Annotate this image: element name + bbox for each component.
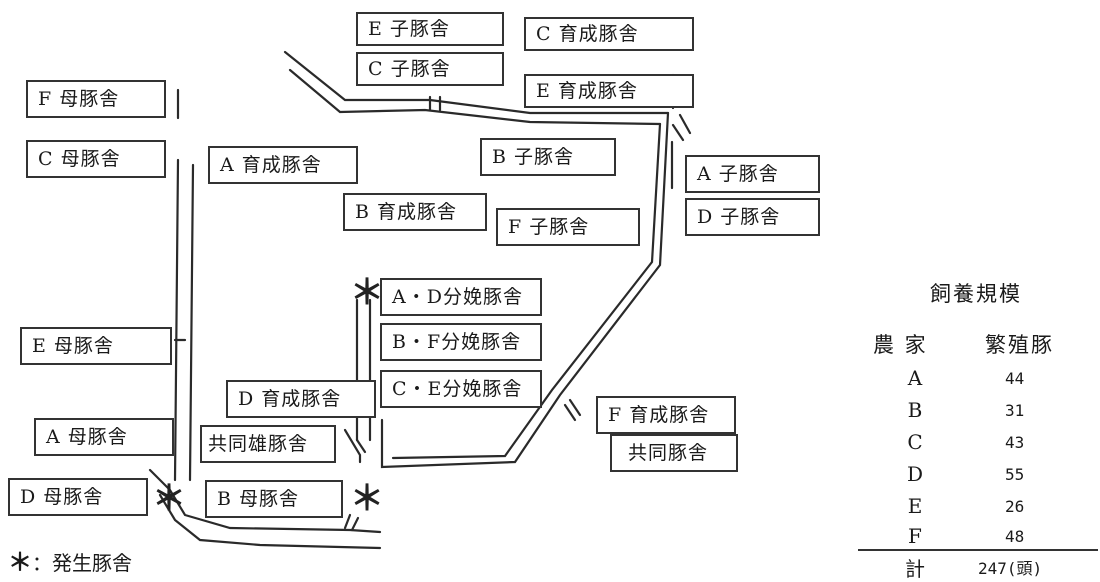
table-row-value: 31: [1005, 401, 1025, 420]
building-a-piglet: A 子豚舎: [685, 155, 820, 193]
table-total-label: 計: [905, 557, 925, 581]
building-c-sow: C 母豚舎: [26, 140, 166, 178]
building-d-grower: D 育成豚舎: [226, 380, 376, 418]
table-row-value: 55: [1005, 465, 1025, 484]
building-c-grower-top: C 育成豚舎: [524, 17, 694, 51]
legend: ＊：発生豚舎: [8, 542, 132, 577]
table-row-farm: D: [906, 462, 924, 486]
table-header-breeding: 繁殖豚: [985, 333, 1054, 357]
building-ce-farrow: C・E分娩豚舎: [380, 370, 542, 408]
building-shared-boar: 共同雄豚舎: [200, 425, 336, 463]
table-row-value: 26: [1005, 497, 1025, 516]
outbreak-marker-d-sow: ＊: [152, 479, 186, 519]
building-f-grower: F 育成豚舎: [596, 396, 736, 434]
table-title: 飼養規模: [930, 282, 1022, 306]
building-d-sow: D 母豚舎: [8, 478, 148, 516]
table-row-value: 48: [1005, 527, 1025, 546]
building-b-grower: B 育成豚舎: [343, 193, 487, 231]
table-row-farm: E: [907, 494, 923, 518]
table-row-value: 43: [1005, 433, 1025, 452]
outbreak-marker-ad-farrow: ＊: [350, 273, 384, 313]
building-d-piglet: D 子豚舎: [685, 198, 820, 236]
table-row-farm: C: [907, 430, 923, 454]
table-total-divider: [858, 549, 1098, 551]
building-c-piglet: C 子豚舎: [356, 52, 504, 86]
outbreak-marker-b-sow: ＊: [350, 479, 384, 519]
building-b-sow: B 母豚舎: [205, 480, 343, 518]
building-e-grower: E 育成豚舎: [524, 74, 694, 108]
building-bf-farrow: B・F分娩豚舎: [380, 323, 542, 361]
building-a-grower: A 育成豚舎: [208, 146, 358, 184]
building-ad-farrow: A・D分娩豚舎: [380, 278, 542, 316]
building-f-sow: F 母豚舎: [26, 80, 166, 118]
table-total-value: 247(頭): [978, 559, 1043, 578]
table-row-farm: B: [907, 398, 923, 422]
building-shared-pig: 共同豚舎: [610, 434, 738, 472]
building-e-piglet: E 子豚舎: [356, 12, 504, 46]
table-row-value: 44: [1005, 369, 1025, 388]
legend-symbol: ＊: [8, 548, 32, 576]
legend-text: ：発生豚舎: [32, 551, 132, 575]
table-row-farm: A: [907, 366, 923, 390]
table-header-farm: 農 家: [873, 333, 928, 357]
building-b-piglet: B 子豚舎: [480, 138, 616, 176]
building-e-sow: E 母豚舎: [20, 327, 172, 365]
building-f-piglet: F 子豚舎: [496, 208, 640, 246]
building-a-sow: A 母豚舎: [34, 418, 174, 456]
table-row-farm: F: [908, 524, 922, 548]
